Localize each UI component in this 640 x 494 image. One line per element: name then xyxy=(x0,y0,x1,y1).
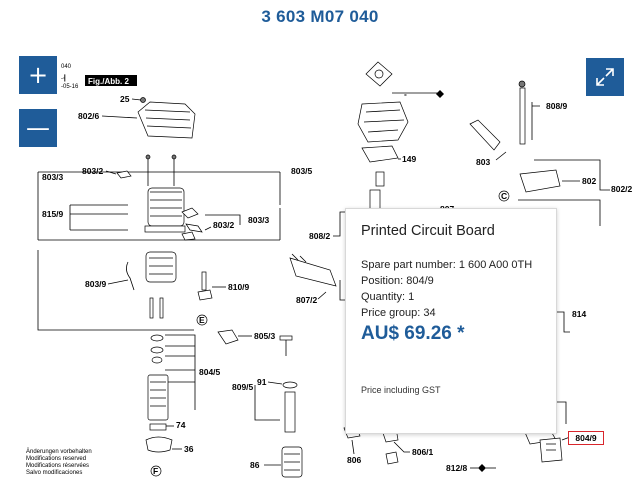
tooltip-quantity: Quantity: 1 xyxy=(361,291,415,303)
label-803-2-top[interactable]: 803/2 xyxy=(82,166,104,176)
page-title: 3 603 M07 040 xyxy=(261,7,379,26)
label-814[interactable]: 814 xyxy=(572,309,586,319)
fig-label: Fig./Abb. 2 xyxy=(88,77,129,86)
label-808-2[interactable]: 808/2 xyxy=(309,231,331,241)
minus-icon: — xyxy=(26,114,50,142)
label-808-9[interactable]: 808/9 xyxy=(546,101,568,111)
label-E[interactable]: E xyxy=(199,315,205,325)
label-25[interactable]: 25 xyxy=(120,94,130,104)
label-815-9[interactable]: 815/9 xyxy=(42,209,64,219)
label-86[interactable]: 86 xyxy=(250,460,260,470)
fig-label-box xyxy=(85,75,137,86)
label-803-9[interactable]: 803/9 xyxy=(85,279,107,289)
label-149[interactable]: 149 xyxy=(402,154,416,164)
label-806-1[interactable]: 806/1 xyxy=(412,447,434,457)
label-805-3[interactable]: 805/3 xyxy=(254,331,276,341)
label-810-9[interactable]: 810/9 xyxy=(228,282,250,292)
tooltip-position: Position: 804/9 xyxy=(361,275,434,287)
highlighted-position-804-9[interactable]: 804/9 xyxy=(568,431,604,445)
label-803-2-right[interactable]: 803/2 xyxy=(213,220,235,230)
note-line-4: Salvo modificaciones xyxy=(26,470,82,476)
clamp-part[interactable] xyxy=(519,169,561,193)
label-149-top-ref: - xyxy=(404,89,407,99)
label-803-5[interactable]: 803/5 xyxy=(291,166,313,176)
fullscreen-button[interactable] xyxy=(586,58,624,96)
note-line-2: Modifications reserved xyxy=(26,456,86,462)
label-91[interactable]: 91 xyxy=(257,377,267,387)
tooltip-tax-note: Price including GST xyxy=(361,385,441,395)
note-line-1: Änderungen vorbehalten xyxy=(26,448,92,455)
diagram-pos-mark: -┨ xyxy=(61,74,67,82)
part-info-tooltip: Printed Circuit Board Spare part number:… xyxy=(345,208,557,434)
label-803-3-top[interactable]: 803/3 xyxy=(42,172,64,182)
armature-part[interactable] xyxy=(147,374,169,421)
exploded-view-viewer[interactable]: 040 -┨ -05-16 Fig./Abb. 2 25 802/6 803/3… xyxy=(0,40,640,494)
tooltip-price-group: Price group: 34 xyxy=(361,307,436,319)
tooltip-spare-part-number: Spare part number: 1 600 A00 0TH xyxy=(361,259,533,271)
label-36[interactable]: 36 xyxy=(184,444,194,454)
tooltip-price: AU$ 69.26 * xyxy=(361,323,465,344)
cover-part[interactable] xyxy=(137,101,196,139)
label-802[interactable]: 802 xyxy=(582,176,596,186)
label-809-5[interactable]: 809/5 xyxy=(232,382,254,392)
note-line-3: Modifications réservées xyxy=(26,463,89,469)
motor-housing-part[interactable] xyxy=(147,187,185,227)
label-806[interactable]: 806 xyxy=(347,455,361,465)
spindle-part[interactable] xyxy=(284,391,296,433)
label-803-3-right[interactable]: 803/3 xyxy=(248,215,270,225)
label-812-8[interactable]: 812/8 xyxy=(446,463,468,473)
zoom-out-button[interactable]: — xyxy=(19,109,57,147)
label-74[interactable]: 74 xyxy=(176,420,186,430)
label-802-6[interactable]: 802/6 xyxy=(78,111,100,121)
zoom-in-button[interactable]: + xyxy=(19,56,57,94)
exploded-view-diagram: 040 -┨ -05-16 Fig./Abb. 2 25 802/6 803/3… xyxy=(26,61,633,478)
diagram-date: -05-16 xyxy=(61,84,79,90)
diagram-part-no: 040 xyxy=(61,64,72,70)
field-part[interactable] xyxy=(145,251,177,283)
label-F[interactable]: F xyxy=(153,466,158,476)
switch-part[interactable] xyxy=(289,257,337,287)
label-803[interactable]: 803 xyxy=(476,157,490,167)
label-C[interactable]: C xyxy=(501,191,507,201)
label-802-2[interactable]: 802/2 xyxy=(611,184,633,194)
label-804-5[interactable]: 804/5 xyxy=(199,367,221,377)
tooltip-title: Printed Circuit Board xyxy=(361,223,495,239)
plus-icon: + xyxy=(27,61,49,89)
label-807-2[interactable]: 807/2 xyxy=(296,295,318,305)
expand-icon xyxy=(596,68,614,86)
